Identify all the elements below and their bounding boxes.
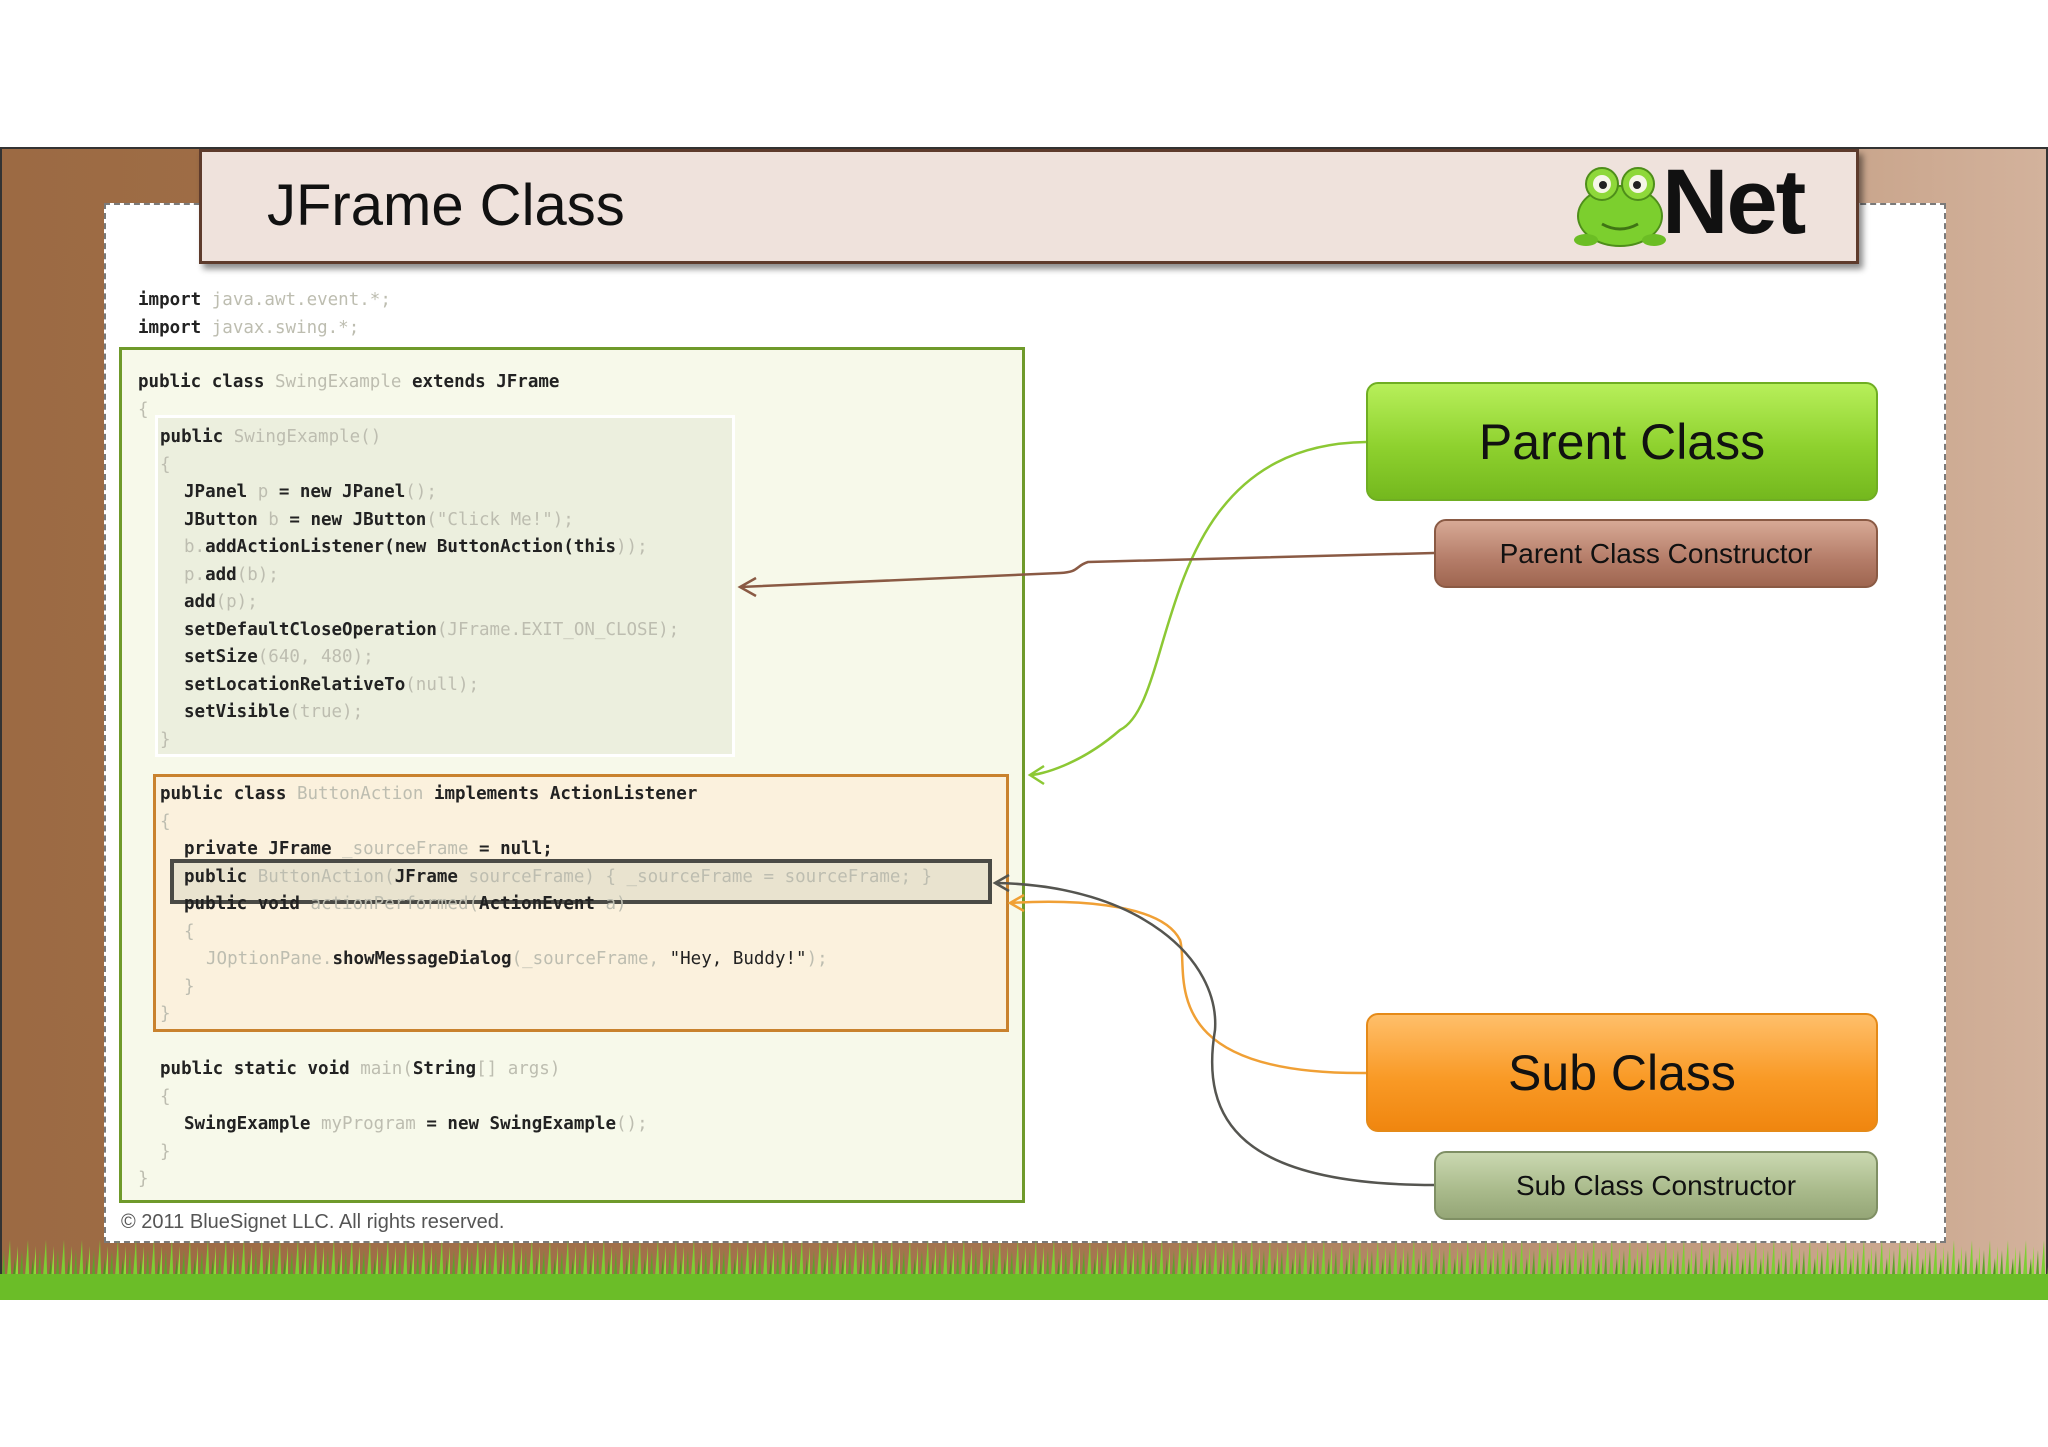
brace: } xyxy=(184,977,195,997)
page-title: JFrame Class xyxy=(267,173,625,238)
main-declaration: public static void main(String[] args) xyxy=(160,1059,561,1079)
code-line: SwingExample myProgram = new SwingExampl… xyxy=(184,1114,648,1134)
brace: } xyxy=(138,1169,149,1189)
parent-ctor-text: Parent Class Constructor xyxy=(1499,537,1813,569)
code-line: p.add(b); xyxy=(184,565,279,585)
code-line: JPanel p = new JPanel(); xyxy=(184,482,437,502)
code-line: JButton b = new JButton("Click Me!"); xyxy=(184,510,574,530)
brace: { xyxy=(184,922,195,942)
brace: } xyxy=(160,730,171,750)
import-line: import javax.swing.*; xyxy=(138,318,360,338)
parent-class-label: Parent Class xyxy=(1366,382,1878,501)
copyright-text: © 2011 BlueSignet LLC. All rights reserv… xyxy=(121,1211,505,1233)
constructor-code-box xyxy=(155,415,735,757)
code-line: setVisible(true); xyxy=(184,702,364,722)
constructor-declaration: public SwingExample() xyxy=(160,427,382,447)
brace: { xyxy=(160,812,171,832)
code-line: JOptionPane.showMessageDialog(_sourceFra… xyxy=(206,949,828,969)
code-line: setDefaultCloseOperation(JFrame.EXIT_ON_… xyxy=(184,620,680,640)
inner-ctor-highlight xyxy=(170,859,992,904)
sub-class-arrow xyxy=(1009,900,1367,1075)
inner-constructor-line: public ButtonAction(JFrame sourceFrame) … xyxy=(184,867,933,887)
brace: { xyxy=(160,455,171,475)
grass-decoration xyxy=(0,1240,2048,1300)
parent-ctor-label: Parent Class Constructor xyxy=(1434,519,1878,588)
class-declaration: public class SwingExample extends JFrame xyxy=(138,372,560,392)
brace: } xyxy=(160,1142,171,1162)
parent-class-arrow xyxy=(1029,440,1367,777)
sub-ctor-text: Sub Class Constructor xyxy=(1515,1169,1797,1201)
parent-ctor-arrow xyxy=(739,551,1435,589)
code-line: setSize(640, 480); xyxy=(184,647,374,667)
sub-ctor-label: Sub Class Constructor xyxy=(1434,1151,1878,1220)
brace: } xyxy=(160,1004,171,1024)
code-line: b.addActionListener(new ButtonAction(thi… xyxy=(184,537,648,557)
sub-class-text: Sub Class xyxy=(1508,1044,1736,1101)
sub-ctor-arrow xyxy=(994,881,1435,1187)
sub-class-label: Sub Class xyxy=(1366,1013,1878,1132)
logo-text: Net xyxy=(1662,151,1806,253)
inner-class-declaration: public class ButtonAction implements Act… xyxy=(160,784,698,804)
code-line: add(p); xyxy=(184,592,258,612)
code-line: setLocationRelativeTo(null); xyxy=(184,675,480,695)
parent-class-text: Parent Class xyxy=(1478,413,1766,470)
title-bar: JFrame Class Net xyxy=(199,149,1859,264)
import-line: import java.awt.event.*; xyxy=(138,290,391,310)
code-line: public void actionPerformed(ActionEvent … xyxy=(184,894,627,914)
frog-logo-icon xyxy=(1574,167,1666,247)
code-line: private JFrame _sourceFrame = null; xyxy=(184,839,553,859)
brace: { xyxy=(138,400,149,420)
brace: { xyxy=(160,1087,171,1107)
